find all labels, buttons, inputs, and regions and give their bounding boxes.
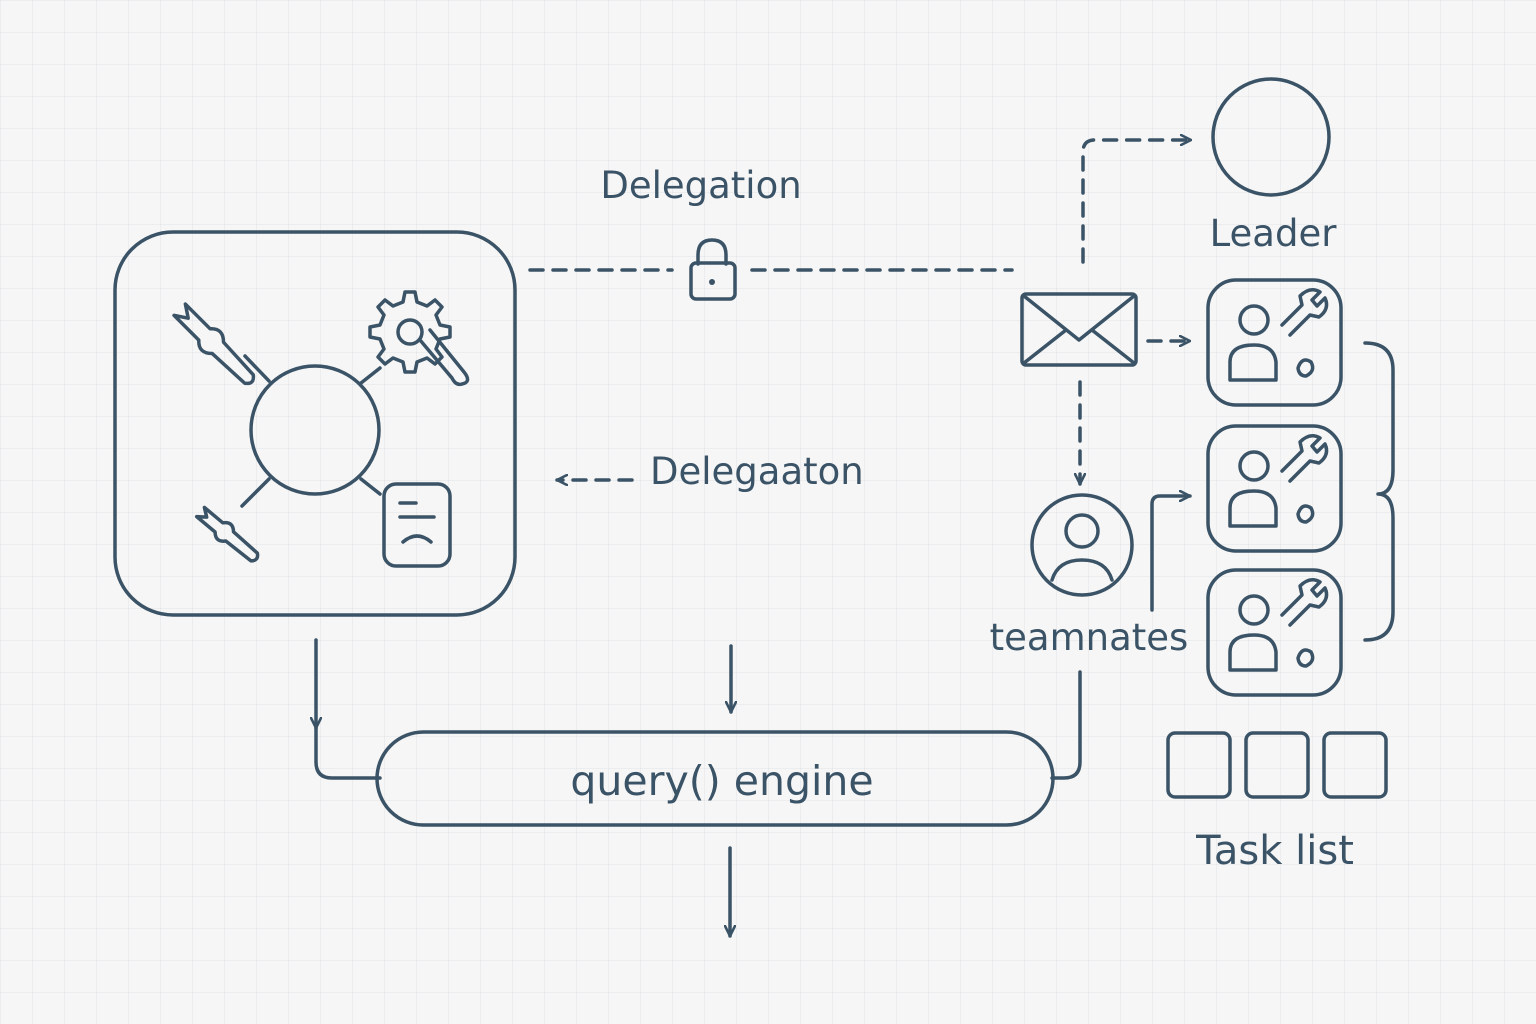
wrench-icon [172,302,256,386]
teammate-avatar-icon [1030,493,1134,597]
gear-wrench-icon [368,290,470,387]
delegation-channel [528,238,1014,301]
query-engine-pill [375,730,1055,827]
task-list-label: Task list [1195,828,1354,874]
document-icon [382,482,452,568]
agent-hub-panel [113,230,517,617]
leader-dispatch-arrow [1081,140,1193,264]
teammate-to-worker-arrow [1150,496,1192,612]
worker-card [1206,424,1343,553]
teammates-label: teamnates [990,616,1189,659]
task-slot [1322,731,1388,799]
engine-label: query() engine [570,757,873,805]
task-slot [1244,731,1310,799]
worker-card [1206,568,1343,697]
delegation-label: Delegation [600,164,801,207]
leader-node-circle [1211,77,1331,197]
task-slot [1166,731,1232,799]
leader-label: Leader [1210,212,1338,255]
task-list [1166,731,1388,799]
lock-icon [689,238,737,301]
delegation-return-label: Delegaaton [650,450,864,493]
worker-group-brace [1363,341,1395,642]
worker-card [1206,278,1343,407]
small-wrench-icon [194,505,260,563]
hub-engine-connector [314,726,382,780]
teammate-engine-connector [1050,670,1082,780]
worker-stack [1206,278,1395,697]
envelope-icon [1020,292,1138,367]
hub-core-circle [249,364,381,496]
